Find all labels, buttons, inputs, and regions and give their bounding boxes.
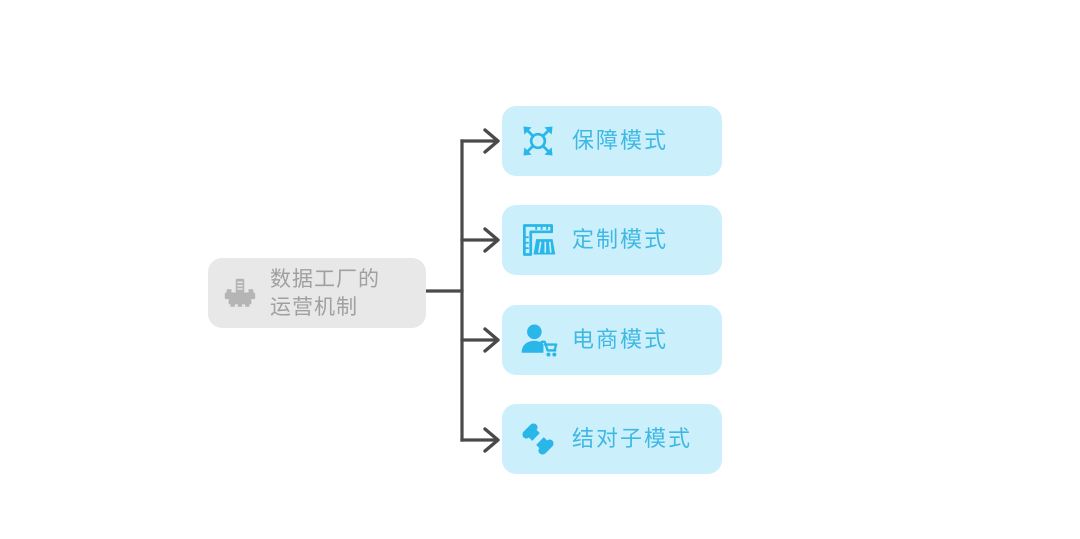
- child-node-3[interactable]: 电商模式: [502, 305, 722, 375]
- child-label-3: 电商模式: [572, 327, 669, 352]
- arrowhead-icon-4: [483, 427, 500, 453]
- child-label-2: 定制模式: [572, 227, 669, 252]
- arrowhead-icon-1: [483, 128, 500, 154]
- person-shopping-cart-icon: [516, 318, 560, 362]
- root-label: 数据工厂的 运营机制: [270, 267, 380, 319]
- child-label-4: 结对子模式: [572, 426, 693, 451]
- child-node-1[interactable]: 保障模式: [502, 106, 722, 176]
- child-node-4[interactable]: 结对子模式: [502, 404, 722, 474]
- interlocking-puzzle-pieces-icon: [516, 417, 560, 461]
- child-label-1: 保障模式: [572, 128, 669, 153]
- network-nodes-icon: [516, 119, 560, 163]
- factory-gear-icon: [220, 273, 260, 313]
- ruler-tailoring-icon: [516, 218, 560, 262]
- root-node[interactable]: 数据工厂的 运营机制: [208, 258, 426, 328]
- arrowhead-icon-3: [483, 327, 500, 353]
- arrowhead-icon-2: [483, 227, 500, 253]
- child-node-2[interactable]: 定制模式: [502, 205, 722, 275]
